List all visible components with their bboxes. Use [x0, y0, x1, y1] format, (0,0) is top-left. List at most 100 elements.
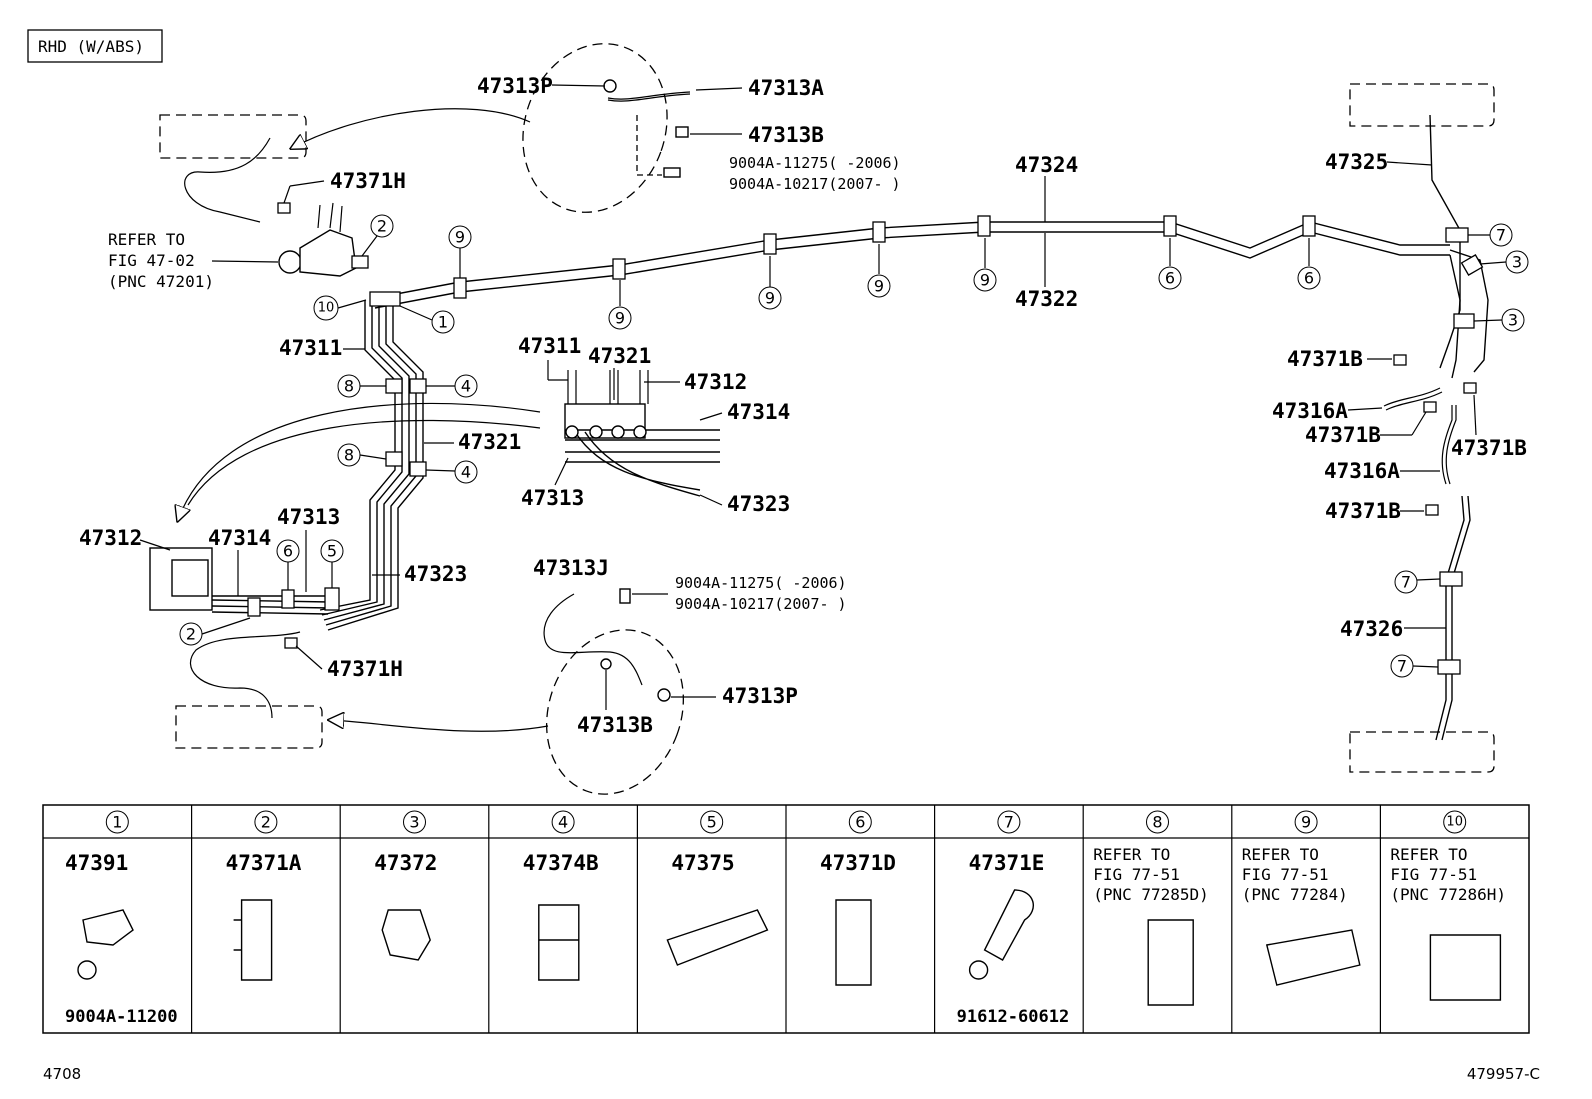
legend-bolt-drawing — [968, 960, 989, 980]
legend-part-label: 47371D — [820, 851, 896, 875]
label-47323-left: 47323 — [404, 562, 467, 586]
legend-part-drawing — [1429, 934, 1502, 1001]
svg-text:7: 7 — [1397, 657, 1407, 676]
clip-47371H-top — [277, 202, 291, 214]
svg-text:5: 5 — [327, 542, 337, 561]
label-bolt-b-bottom: 9004A-10217(2007- ) — [675, 595, 847, 613]
label-47312-detail: 47312 — [684, 370, 747, 394]
label-47313B-bottom: 47313B — [577, 713, 653, 737]
caliper-box-bottom-right — [1349, 731, 1495, 773]
hose-47316A-upper — [1383, 387, 1441, 407]
svg-text:6: 6 — [1165, 269, 1175, 288]
callout-circle-9d: 9 — [867, 274, 891, 298]
callout-circle-2a: 2 — [370, 214, 394, 238]
bolt-9004A-top — [663, 167, 681, 178]
caliper-box-top-left — [159, 114, 307, 159]
legend-part-label: (PNC 77284) — [1242, 885, 1348, 904]
svg-text:7: 7 — [1401, 573, 1411, 592]
caliper-box-bottom-left — [175, 705, 323, 749]
label-47371B-3: 47371B — [1451, 436, 1527, 460]
label-47314-left: 47314 — [208, 526, 271, 550]
svg-text:9: 9 — [874, 277, 884, 296]
header-tag-box — [27, 29, 163, 63]
clip-2-top — [351, 255, 369, 269]
callout-circle-5: 5 — [320, 539, 344, 563]
legend-part-drawing — [233, 899, 273, 981]
label-47321-mid: 47321 — [458, 430, 521, 454]
legend-part-drawing — [82, 909, 134, 946]
callout-circle-8a: 8 — [337, 374, 361, 398]
hose-47313A — [607, 91, 691, 100]
legend-part-drawing — [666, 909, 769, 966]
label-47326: 47326 — [1340, 617, 1403, 641]
callout-circle-6a: 6 — [1158, 266, 1182, 290]
label-47313-detail: 47313 — [521, 486, 584, 510]
hose-rear-left — [189, 631, 301, 719]
svg-text:6: 6 — [283, 542, 293, 561]
legend-part-drawing — [835, 899, 872, 986]
legend-number: 2 — [261, 813, 271, 832]
footer-left: 4708 — [43, 1065, 82, 1083]
detail-circle-top — [522, 43, 668, 213]
label-47311-left: 47311 — [279, 336, 342, 360]
legend-part-label: FIG 77-51 — [1390, 865, 1477, 884]
bolt-47313B-bottom — [600, 658, 612, 670]
legend-bolt-label: 9004A-11200 — [65, 1007, 178, 1027]
arrow-to-rear-left — [330, 720, 549, 732]
legend-number: 4 — [558, 813, 568, 832]
svg-text:9: 9 — [980, 271, 990, 290]
svg-text:10: 10 — [318, 301, 335, 316]
legend-number: 8 — [1152, 813, 1162, 832]
legend-number-circle — [997, 810, 1021, 834]
legend-part-drawing — [1265, 929, 1361, 986]
hose-front-left — [184, 137, 271, 223]
svg-text:2: 2 — [377, 217, 387, 236]
label-47323-detail: 47323 — [727, 492, 790, 516]
legend-number-circle — [254, 810, 278, 834]
callout-circle-7b: 7 — [1394, 570, 1418, 594]
callout-circle-7a: 7 — [1489, 223, 1513, 247]
label-47313J: 47313J — [533, 556, 609, 580]
callout-circle-7c: 7 — [1390, 654, 1414, 678]
legend-part-label: REFER TO — [1390, 845, 1467, 864]
legend-bolt-drawing — [77, 960, 97, 980]
legend-bolt-label: 91612-60612 — [957, 1007, 1070, 1027]
legend-part-label: 47372 — [374, 851, 437, 875]
svg-text:2: 2 — [186, 625, 196, 644]
arrow-to-rear-assembly — [178, 402, 541, 520]
label-47316A-2: 47316A — [1324, 459, 1400, 483]
label-47371H-top: 47371H — [330, 169, 406, 193]
legend-cell-3: 3 47372 — [374, 810, 437, 961]
callout-circle-9a: 9 — [448, 225, 472, 249]
legend-number: 5 — [707, 813, 717, 832]
header-tag: RHD (W/ABS) — [38, 37, 144, 56]
svg-text:3: 3 — [1508, 311, 1518, 330]
legend-part-drawing — [1147, 919, 1194, 1006]
legend-number: 7 — [1004, 813, 1014, 832]
legend-number: 9 — [1301, 813, 1311, 832]
pipe-bundle-left — [319, 300, 424, 631]
pipe-47326 — [1435, 495, 1465, 741]
legend-number-circle — [700, 810, 724, 834]
refer-line-3: (PNC 47201) — [108, 272, 214, 291]
pipe-47324 — [374, 221, 1450, 299]
label-47371B-1: 47371B — [1287, 347, 1363, 371]
svg-text:1: 1 — [438, 313, 448, 332]
callout-circle-3b: 3 — [1501, 308, 1525, 332]
label-47325: 47325 — [1325, 150, 1388, 174]
svg-text:7: 7 — [1496, 226, 1506, 245]
legend-part-label: FIG 77-51 — [1242, 865, 1329, 884]
legend-cell-6: 6 47371D — [820, 810, 896, 986]
legend-number: 6 — [855, 813, 865, 832]
svg-text:6: 6 — [1304, 269, 1314, 288]
legend-number: 3 — [409, 813, 419, 832]
label-47313P-bottom: 47313P — [722, 684, 798, 708]
